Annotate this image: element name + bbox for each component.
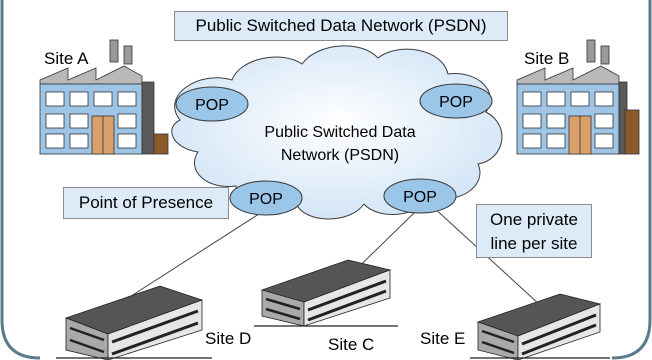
site-b-label: Site B — [524, 49, 570, 68]
factory-site-b-icon — [516, 39, 640, 155]
office-site-c-icon — [254, 259, 398, 327]
pop-node-bottom-right — [383, 178, 457, 214]
office-site-e-icon — [470, 293, 610, 360]
pop-node-right — [419, 83, 493, 119]
title-box: Public Switched Data Network (PSDN) — [174, 11, 508, 41]
pop-nodes — [175, 83, 493, 216]
private-line-text-line1: One private — [490, 210, 578, 229]
line-to-site-d — [124, 211, 263, 301]
pop-node-bottom-left — [229, 180, 303, 216]
site-d-label: Site D — [205, 329, 252, 348]
pop-label-bottom-right: POP — [403, 189, 437, 206]
site-c-label: Site C — [328, 335, 375, 354]
pop-label-left: POP — [195, 97, 229, 114]
private-line-text-line2: line per site — [490, 234, 578, 253]
title-text: Public Switched Data Network (PSDN) — [195, 16, 487, 35]
point-of-presence-text: Point of Presence — [78, 193, 214, 212]
point-of-presence-callout: Point of Presence — [63, 187, 229, 219]
site-e-label: Site E — [420, 329, 466, 348]
factory-site-a-icon — [39, 39, 169, 155]
cloud-label-line1: Public Switched Data — [264, 124, 415, 141]
pop-label-bottom-left: POP — [249, 191, 283, 208]
site-a-label: Site A — [44, 49, 89, 68]
private-line-callout: One private line per site — [476, 204, 592, 258]
pop-node-left — [175, 86, 249, 122]
office-site-d-icon — [56, 285, 212, 360]
cloud-label-line2: Network (PSDN) — [281, 147, 399, 164]
pop-label-right: POP — [439, 94, 473, 111]
